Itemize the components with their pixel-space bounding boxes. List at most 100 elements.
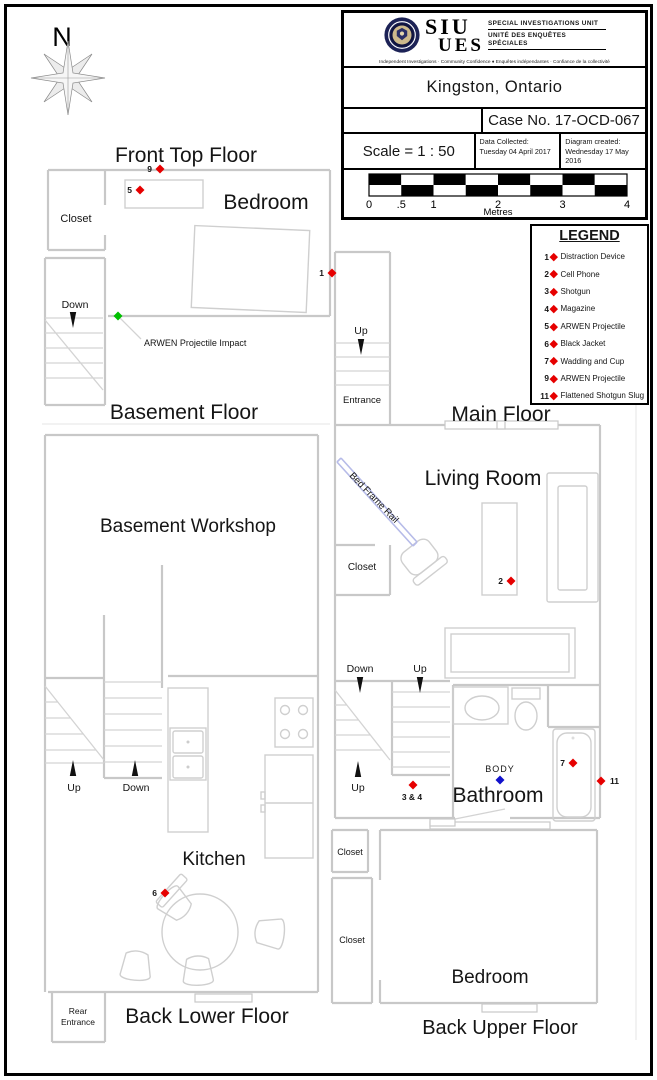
kitchen-chair <box>119 950 151 982</box>
kitchen-sink-basin-2 <box>172 755 204 779</box>
scale-bar-cells <box>369 174 627 196</box>
legend-item-number: 7 <box>544 356 549 367</box>
arwen-impact-label: ARWEN Projectile Impact <box>144 338 247 348</box>
marker-1-distraction-device-icon <box>327 268 337 278</box>
fridge <box>264 754 314 859</box>
fridge-handle <box>260 791 266 800</box>
bed-frame-rail-label: Bed Frame Rail <box>347 470 401 525</box>
stair-direction-label: Up <box>413 663 427 675</box>
kitchen-table <box>161 893 239 971</box>
compass-star-icon <box>30 40 106 116</box>
diagram-created-label: Diagram created: <box>565 137 621 146</box>
toilet-tank <box>511 687 541 700</box>
floor-title: Main Floor <box>451 403 550 426</box>
diagram-created-value: Wednesday 17 May 2016 <box>565 146 629 166</box>
basement-kitchen-walls <box>43 433 320 1044</box>
coffee-table <box>481 502 518 596</box>
kitchen-sink-basin-1 <box>172 730 204 754</box>
legend-item-label: Black Jacket <box>560 339 606 349</box>
kitchen-step <box>194 993 253 1003</box>
sink-drain-1 <box>186 740 190 744</box>
marker-6-black-jacket-icon <box>160 888 170 898</box>
stove-burner <box>297 728 309 740</box>
siu-acronym-en: SIU <box>425 14 471 39</box>
legend-item-number: 4 <box>544 303 549 314</box>
bedroom-step <box>481 1003 538 1013</box>
marker-11-flattened-shotgun-slug-icon <box>596 776 606 786</box>
case-row-spacer <box>344 109 483 132</box>
bathroom-door-leaf <box>429 818 456 827</box>
back-lower-stairs <box>44 681 162 764</box>
legend-diamond-icon <box>549 270 558 278</box>
room-label: Entrance <box>343 395 381 406</box>
room-label: Closet <box>337 847 363 857</box>
siu-name-fr: Unité des enquêtes spéciales <box>487 32 606 50</box>
marker-number-label: 2 <box>498 576 503 586</box>
legend-diamond-icon <box>549 374 558 383</box>
siu-name-en: Special Investigations Unit <box>487 20 606 30</box>
legend-item-label: Distraction Device <box>560 252 625 262</box>
stair-arrow-icon <box>69 760 77 776</box>
marker-3-4-shotgun-magazine-icon <box>408 780 418 790</box>
room-label: Basement Workshop <box>100 516 276 537</box>
room-label: Bedroom <box>451 967 528 988</box>
sideboard-inner <box>450 633 570 673</box>
legend-diamond-icon <box>549 304 558 313</box>
room-label: Closet <box>339 935 365 945</box>
legend-diamond-icon <box>549 339 558 348</box>
legend-diamond-icon <box>549 322 558 331</box>
marker-5-arwen-projectile-icon <box>135 185 145 195</box>
back-upper-floor-walls <box>330 828 599 1005</box>
legend-item-label: Wadding and Cup <box>560 356 625 366</box>
legend-diamond-icon <box>549 391 558 400</box>
data-collected-value: Tuesday 04 April 2017 <box>479 146 551 156</box>
entrance-corridor-walls <box>333 250 392 425</box>
legend-item-number: 3 <box>544 286 549 297</box>
room-label: Living Room <box>425 467 542 490</box>
scale-bar-tick-label: 1 <box>430 199 436 211</box>
front-top-floor-walls <box>43 168 332 407</box>
couch-inner <box>557 485 588 591</box>
siu-acronym-fr: UES <box>438 35 484 56</box>
stove <box>274 697 314 748</box>
legend-item: 7 Wadding and Cup <box>532 352 647 369</box>
kitchen-chair <box>182 955 214 986</box>
stove-burner <box>279 728 291 740</box>
scale-bar-tick-label: 4 <box>624 199 630 211</box>
scale-bar-tick-label: 0 <box>366 199 372 211</box>
bathtub-outer <box>552 728 596 822</box>
sideboard-outer <box>444 627 576 679</box>
bathroom-sink <box>464 695 500 721</box>
floor-title: Front Top Floor <box>115 144 257 167</box>
marker-body-icon <box>495 775 505 785</box>
room-label: Rear <box>69 1006 88 1016</box>
legend-diamond-icon <box>549 287 558 296</box>
stair-direction-label: Up <box>354 325 368 337</box>
compass-rose: N <box>30 22 106 116</box>
marker-number-label: 11 <box>610 776 619 786</box>
stair-direction-label: Down <box>347 663 374 675</box>
floor-title: Back Upper Floor <box>422 1017 578 1039</box>
bathroom-sink-counter <box>452 686 509 725</box>
floor-title: Basement Floor <box>110 401 258 424</box>
marker-7-wadding-and-cup-icon <box>568 758 578 768</box>
stair-arrow-icon <box>69 312 77 328</box>
siu-crest-icon <box>384 17 420 53</box>
room-label: Closet <box>348 562 377 573</box>
marker-2-cell-phone-icon <box>506 576 516 586</box>
room-label: Closet <box>60 213 91 225</box>
marker-number-label: 3 & 4 <box>402 792 423 802</box>
siu-acronyms: SIU UES <box>425 14 484 56</box>
legend-item-label: ARWEN Projectile <box>560 373 626 383</box>
legend-item-label: Cell Phone <box>560 269 600 279</box>
main-floor-stairs <box>334 689 450 768</box>
room-label: Kitchen <box>182 849 245 870</box>
room-label: Entrance <box>61 1017 95 1027</box>
stove-burner <box>279 704 291 716</box>
